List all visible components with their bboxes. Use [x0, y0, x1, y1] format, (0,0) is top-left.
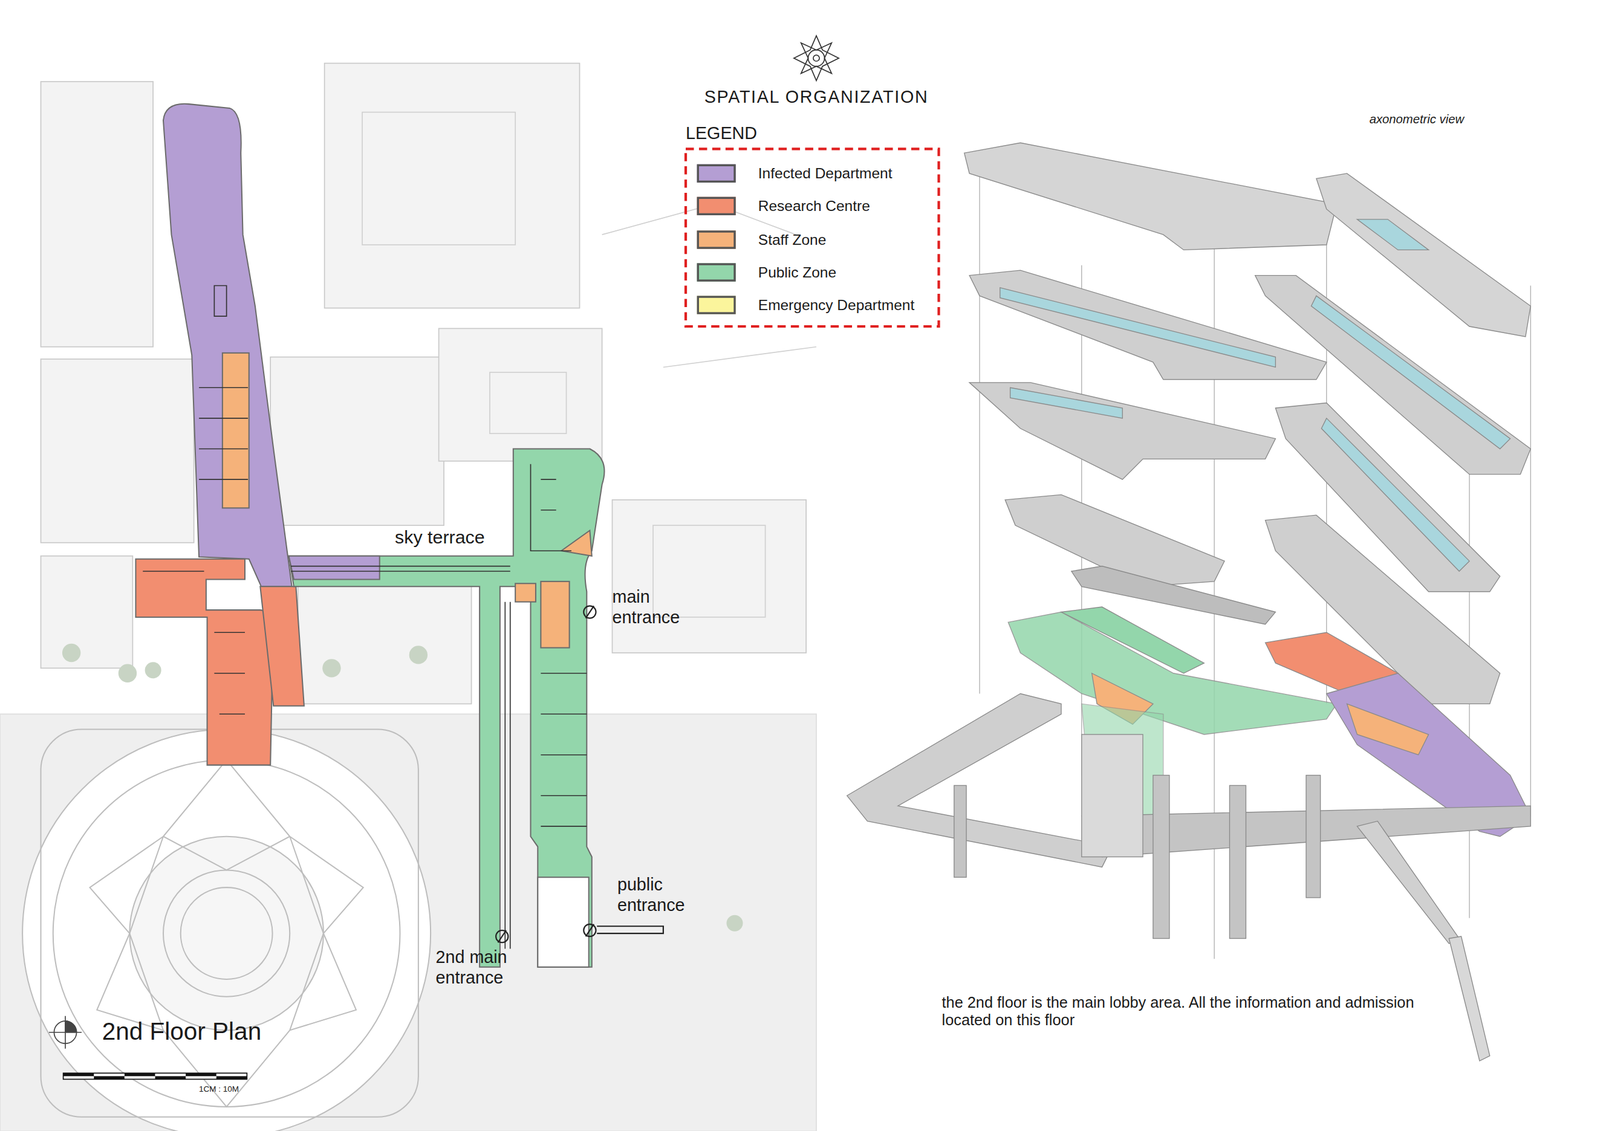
legend-swatch — [697, 230, 736, 249]
legend-text: Emergency Department — [758, 296, 915, 314]
legend-text: Infected Department — [758, 165, 893, 183]
legend-swatch — [697, 263, 736, 282]
scale-label: 1CM : 10M — [198, 1084, 239, 1095]
legend-text: Staff Zone — [758, 230, 827, 248]
entrance-label: main entrance — [612, 587, 705, 628]
legend-swatch — [697, 164, 736, 183]
legend-heading: LEGEND — [685, 123, 758, 144]
view-label: axonometric view — [1369, 113, 1464, 127]
entrance-label: public entrance — [617, 875, 710, 916]
legend-text: Public Zone — [758, 264, 837, 282]
diagram-title: SPATIAL ORGANIZATION — [704, 87, 929, 108]
plan-title: 2nd Floor Plan — [102, 1017, 262, 1046]
legend-swatch — [697, 296, 736, 315]
space-label: sky terrace — [394, 527, 485, 549]
legend-swatch — [697, 197, 736, 216]
caption-note: the 2nd floor is the main lobby area. Al… — [942, 994, 1432, 1030]
entrance-label: 2nd main entrance — [435, 948, 539, 989]
legend-text: Research Centre — [758, 198, 871, 216]
